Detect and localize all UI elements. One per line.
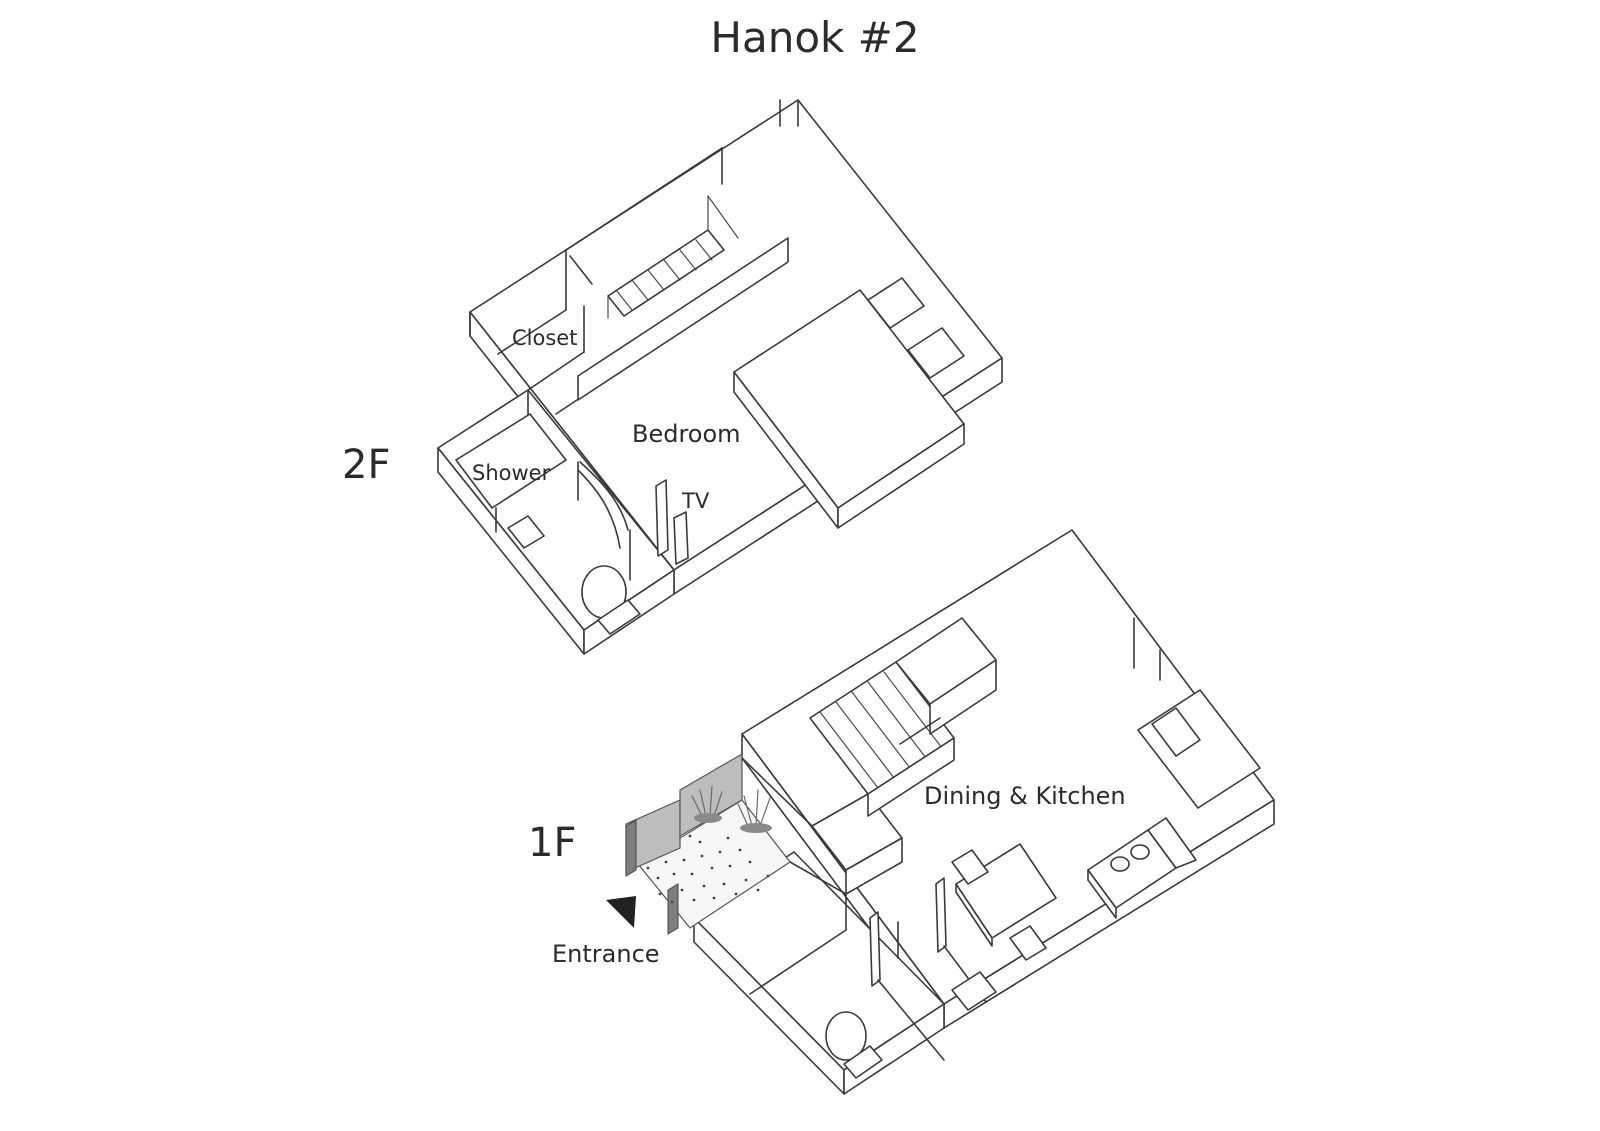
room-label-bedroom: Bedroom [632,420,741,448]
courtyard-plants [691,785,772,833]
1f-courtyard [625,752,791,935]
1f-dining-table [951,843,1057,961]
1f-staircase [809,617,997,895]
1f-bath-fixtures [825,971,997,1079]
courtyard-pebbles [646,834,770,904]
1f-kitchen [1087,689,1261,919]
2f-tv-unit [655,479,689,565]
floor-label-2f: 2F [342,442,390,488]
1f-outer-walls [693,529,1275,1095]
room-label-closet: Closet [512,326,577,350]
2f-stair-guard [577,237,789,401]
2f-bath-fixtures [455,413,641,635]
room-label-shower: Shower [472,461,551,485]
room-label-dining-kitchen: Dining & Kitchen [924,782,1126,810]
2f-staircase [607,195,739,319]
room-label-entrance: Entrance [552,940,660,968]
floor-label-1f: 1F [528,820,576,866]
first-floor-plan: Dining & Kitchen Entrance 1F [528,529,1275,1095]
second-floor-plan: Closet Bedroom Shower TV 2F [342,99,1003,655]
room-label-tv: TV [681,489,710,513]
entrance-arrow-icon [606,896,636,928]
plan-title: Hanok #2 [710,13,919,62]
2f-bed [733,277,965,529]
2f-interior-walls [469,99,799,415]
